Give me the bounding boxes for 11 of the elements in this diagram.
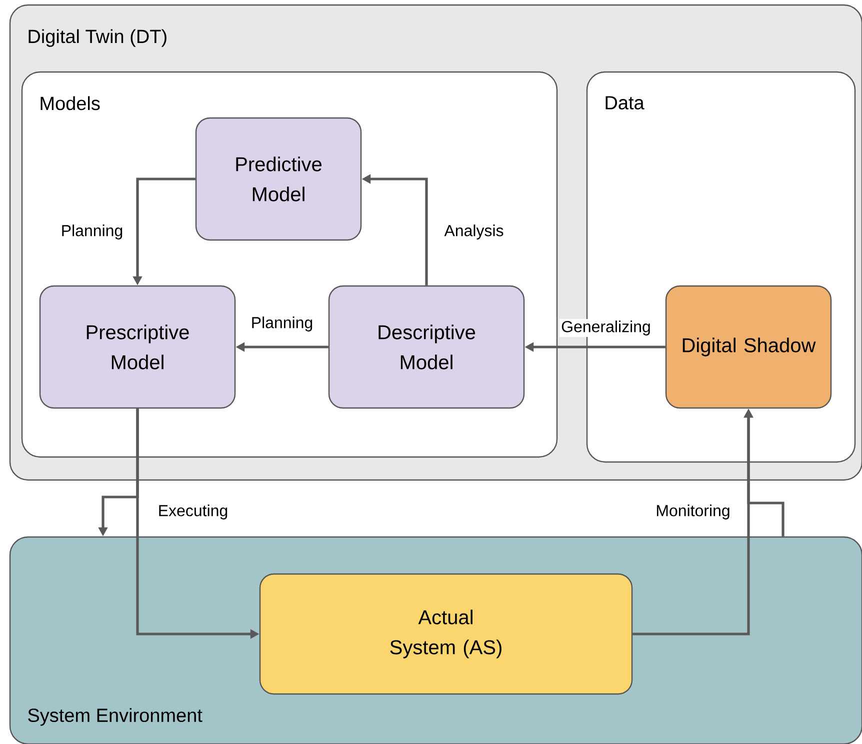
process-box: Prescriptive Model xyxy=(39,285,236,409)
process-box: Digital Shadow xyxy=(665,285,832,409)
process-box: Predictive Model xyxy=(195,117,362,241)
edge-label: Executing xyxy=(156,503,230,521)
edge-label: Planning xyxy=(249,315,315,333)
edge-label: Generalizing xyxy=(560,319,652,337)
edge-label: Analysis xyxy=(442,223,506,241)
edge-label: Monitoring xyxy=(654,503,732,521)
edge-label: Planning xyxy=(59,223,125,241)
process-box: Descriptive Model xyxy=(328,285,525,409)
process-box: Actual System (AS) xyxy=(259,573,633,695)
